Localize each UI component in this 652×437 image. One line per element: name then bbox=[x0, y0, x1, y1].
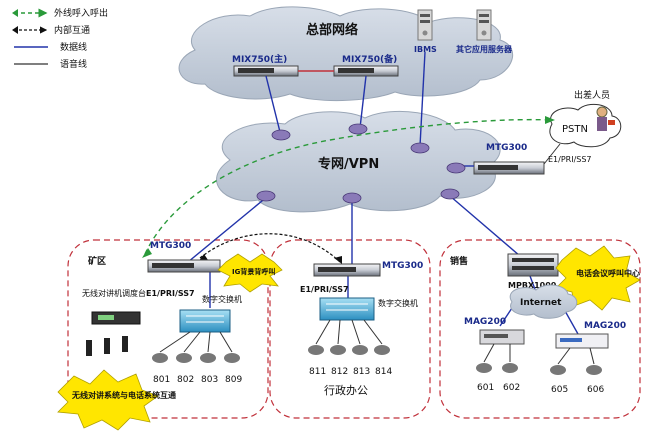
mpbx-label: MPBX1000 bbox=[508, 281, 557, 290]
vpn-label: 专网/VPN bbox=[318, 156, 379, 172]
mine-callout-burst bbox=[57, 369, 159, 431]
legend: 外线呼入呼出 内部互通 数据线 语音线 bbox=[12, 7, 108, 70]
admin-mtg-device bbox=[313, 263, 381, 277]
mtg-remote-device bbox=[473, 161, 545, 175]
mine-phone-0: 801 bbox=[153, 375, 170, 385]
sales-phone-left-1: 602 bbox=[503, 383, 520, 393]
bg-call-burst bbox=[217, 253, 283, 293]
sales-title: 销售 bbox=[450, 255, 468, 267]
remote-trunk-label: E1/PRI/SS7 bbox=[548, 155, 592, 164]
mag-right-device bbox=[555, 333, 609, 349]
router-icons bbox=[256, 123, 466, 204]
sales-phone-right-0: 605 bbox=[551, 385, 568, 395]
mag-left-label: MAG200 bbox=[464, 317, 506, 327]
mag-right-label: MAG200 bbox=[584, 321, 626, 331]
mine-phone-1: 802 bbox=[177, 375, 194, 385]
sales-phones bbox=[476, 363, 602, 375]
ibms-server-icon bbox=[417, 9, 433, 41]
mine-region-box bbox=[67, 239, 269, 419]
legend-external-label: 外线呼入呼出 bbox=[54, 7, 108, 19]
sales-phone-wires bbox=[483, 343, 595, 365]
other-servers-label: 其它应用服务器 bbox=[456, 44, 513, 54]
traveler-label: 出差人员 bbox=[574, 89, 610, 101]
sales-callout: 电话会议呼叫中心 bbox=[576, 268, 640, 278]
admin-digital-switch bbox=[319, 297, 375, 321]
admin-trunk-label: E1/PRI/SS7 bbox=[300, 285, 349, 294]
data-lines bbox=[187, 51, 579, 335]
internet-cloud: Internet bbox=[509, 284, 578, 319]
admin-phone-wires bbox=[315, 319, 383, 345]
admin-mtg-label: MTG300 bbox=[382, 261, 423, 271]
ibms-label: IBMS bbox=[414, 45, 437, 54]
sales-phone-left-0: 601 bbox=[477, 383, 494, 393]
mix-main-label: MIX750(主) bbox=[232, 53, 287, 65]
radio-dispatch-console bbox=[91, 311, 141, 325]
admin-phone-2: 813 bbox=[353, 367, 370, 377]
mine-digital-switch bbox=[179, 309, 231, 333]
mine-phone-3: 809 bbox=[225, 375, 242, 385]
pstn-label: PSTN bbox=[562, 124, 588, 135]
internal-call-arc bbox=[199, 233, 341, 263]
mix-main-device bbox=[233, 65, 299, 77]
mine-phone-wires bbox=[159, 331, 233, 353]
mine-phones bbox=[152, 353, 240, 363]
external-call-path bbox=[144, 118, 551, 255]
mag-left-device bbox=[479, 329, 525, 345]
admin-region-box bbox=[269, 239, 431, 419]
legend-voice-label: 语音线 bbox=[60, 58, 87, 70]
mine-title: 矿区 bbox=[88, 255, 106, 267]
radio-label-1: 无线对讲机调度台 bbox=[82, 288, 146, 298]
admin-phone-3: 814 bbox=[375, 367, 392, 377]
pstn-mtg-link bbox=[543, 143, 561, 165]
internet-label: Internet bbox=[520, 298, 562, 308]
hq-title: 总部网络 bbox=[306, 22, 358, 38]
mine-phone-2: 803 bbox=[201, 375, 218, 385]
pstn-cloud: PSTN bbox=[549, 103, 622, 148]
admin-title: 行政办公 bbox=[324, 383, 368, 397]
admin-phone-1: 812 bbox=[331, 367, 348, 377]
mine-mtg-label: MTG300 bbox=[150, 241, 191, 251]
mpbx-device bbox=[507, 253, 559, 277]
admin-phones bbox=[308, 345, 390, 355]
admin-phone-0: 811 bbox=[309, 367, 326, 377]
bg-call-label: IG背景背呼叫 bbox=[232, 267, 275, 276]
legend-internal-label: 内部互通 bbox=[54, 24, 90, 36]
sales-region-box bbox=[439, 239, 641, 419]
sales-phone-right-1: 606 bbox=[587, 385, 604, 395]
mtg-remote-label: MTG300 bbox=[486, 143, 527, 153]
mine-callout: 无线对讲系统与电话系统互通 bbox=[71, 390, 176, 400]
mix-backup-label: MIX750(备) bbox=[342, 53, 397, 65]
mine-mtg-device bbox=[147, 259, 221, 273]
traveler-person-icon bbox=[596, 106, 615, 131]
mine-trunk-label: E1/PRI/SS7 bbox=[146, 289, 195, 298]
admin-switch-label: 数字交换机 bbox=[378, 298, 418, 308]
legend-data-label: 数据线 bbox=[60, 41, 87, 53]
mine-switch-label: 数字交换机 bbox=[202, 294, 242, 304]
mix-backup-device bbox=[333, 65, 399, 77]
other-server-icon bbox=[476, 9, 492, 41]
walkie-talkie-icons bbox=[86, 336, 128, 356]
